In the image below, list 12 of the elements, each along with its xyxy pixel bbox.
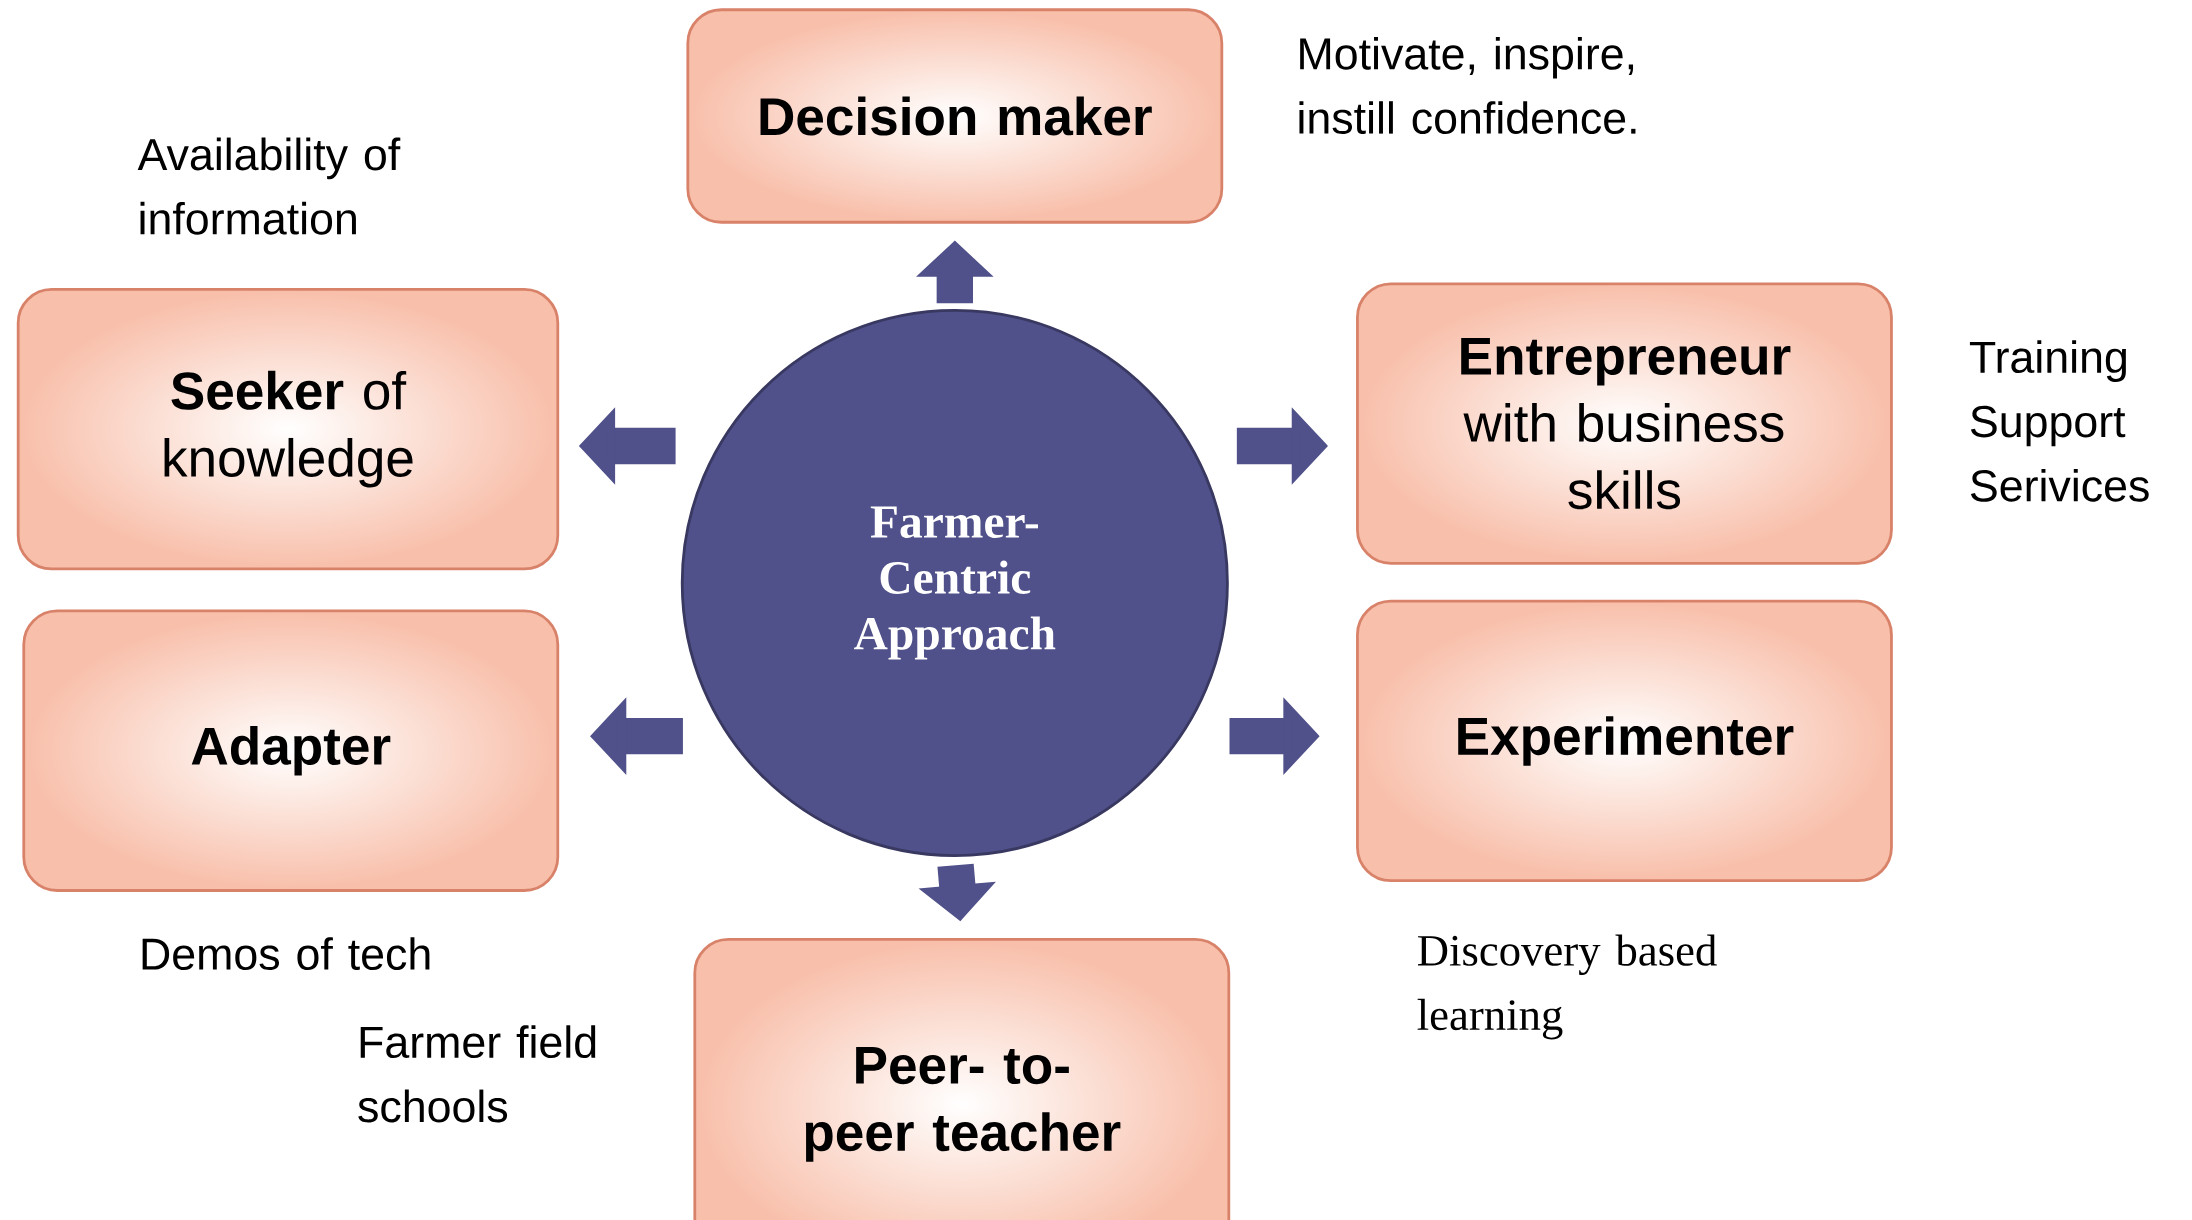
role-box: Experimenter: [1356, 599, 1893, 882]
role-box: Seeker of knowledge: [16, 287, 560, 571]
note-text: Training Support Serivices: [1969, 340, 2149, 502]
role-box: Entrepreneur with business skills: [1356, 282, 1893, 565]
note-text: Availability of information: [137, 137, 401, 235]
note-text: Demos of tech: [142, 937, 430, 970]
note-text: Motivate, inspire, instill confidence.: [1299, 36, 1636, 134]
note-text: Farmer field schools: [358, 1025, 596, 1123]
note-text: Discovery based learning: [1417, 934, 1717, 1040]
role-box: Decision maker: [686, 8, 1224, 224]
role-box: Peer- to-peer teacher: [693, 937, 1231, 1220]
role-box: Adapter: [22, 609, 560, 892]
